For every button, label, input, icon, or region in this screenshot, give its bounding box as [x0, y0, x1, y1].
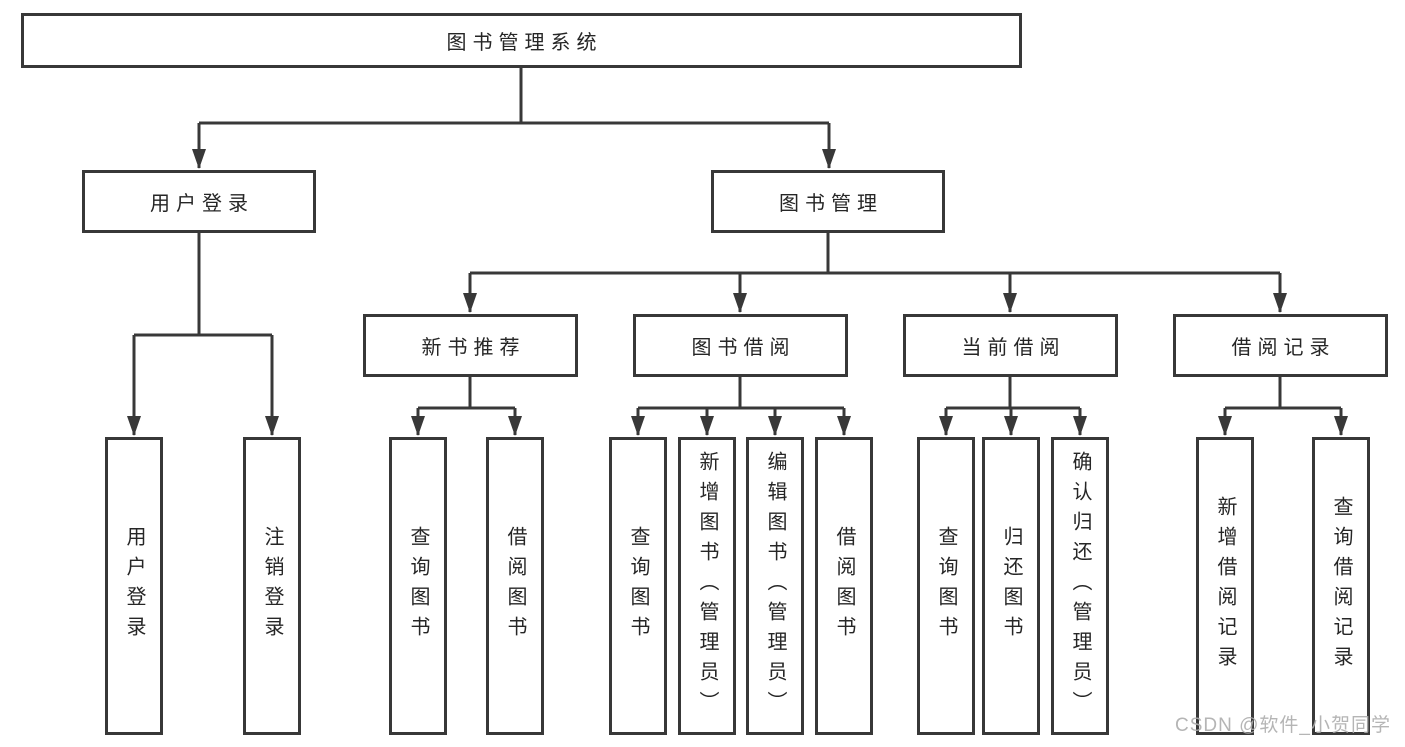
node-borrowing-records: 借阅记录 [1173, 314, 1388, 377]
leaf-records-add-record: 新增借阅记录 [1196, 437, 1254, 735]
leaf-borrow-borrow-books: 借阅图书 [815, 437, 873, 735]
node-new-book-recommendation: 新书推荐 [363, 314, 578, 377]
node-book-borrowing: 图书借阅 [633, 314, 848, 377]
connector-current-split [946, 377, 1080, 410]
connector-newbook-split [418, 377, 515, 410]
node-library-system: 图书管理系统 [21, 13, 1022, 68]
connector-mgmt-split [470, 233, 1280, 275]
leaf-current-confirm-return-admin: 确认归还（管理员） [1051, 437, 1109, 735]
node-current-borrowing: 当前借阅 [903, 314, 1118, 377]
connector-borrow-split [638, 377, 844, 410]
connector-root-split [199, 68, 829, 125]
csdn-watermark: CSDN @软件_小贺同学 [1175, 715, 1391, 736]
leaf-borrow-add-books-admin: 新增图书（管理员） [678, 437, 736, 735]
leaf-borrow-edit-books-admin: 编辑图书（管理员） [746, 437, 804, 735]
leaf-newbook-borrow-books: 借阅图书 [486, 437, 544, 735]
connector-records-split [1225, 377, 1341, 410]
leaf-records-query-record: 查询借阅记录 [1312, 437, 1370, 735]
node-user-login: 用户登录 [82, 170, 316, 233]
leaf-borrow-query-books: 查询图书 [609, 437, 667, 735]
leaf-current-return-books: 归还图书 [982, 437, 1040, 735]
leaf-user-login: 用户登录 [105, 437, 163, 735]
leaf-logout: 注销登录 [243, 437, 301, 735]
leaf-current-query-books: 查询图书 [917, 437, 975, 735]
node-book-management: 图书管理 [711, 170, 945, 233]
connector-login-split [134, 233, 272, 337]
leaf-newbook-query-books: 查询图书 [389, 437, 447, 735]
